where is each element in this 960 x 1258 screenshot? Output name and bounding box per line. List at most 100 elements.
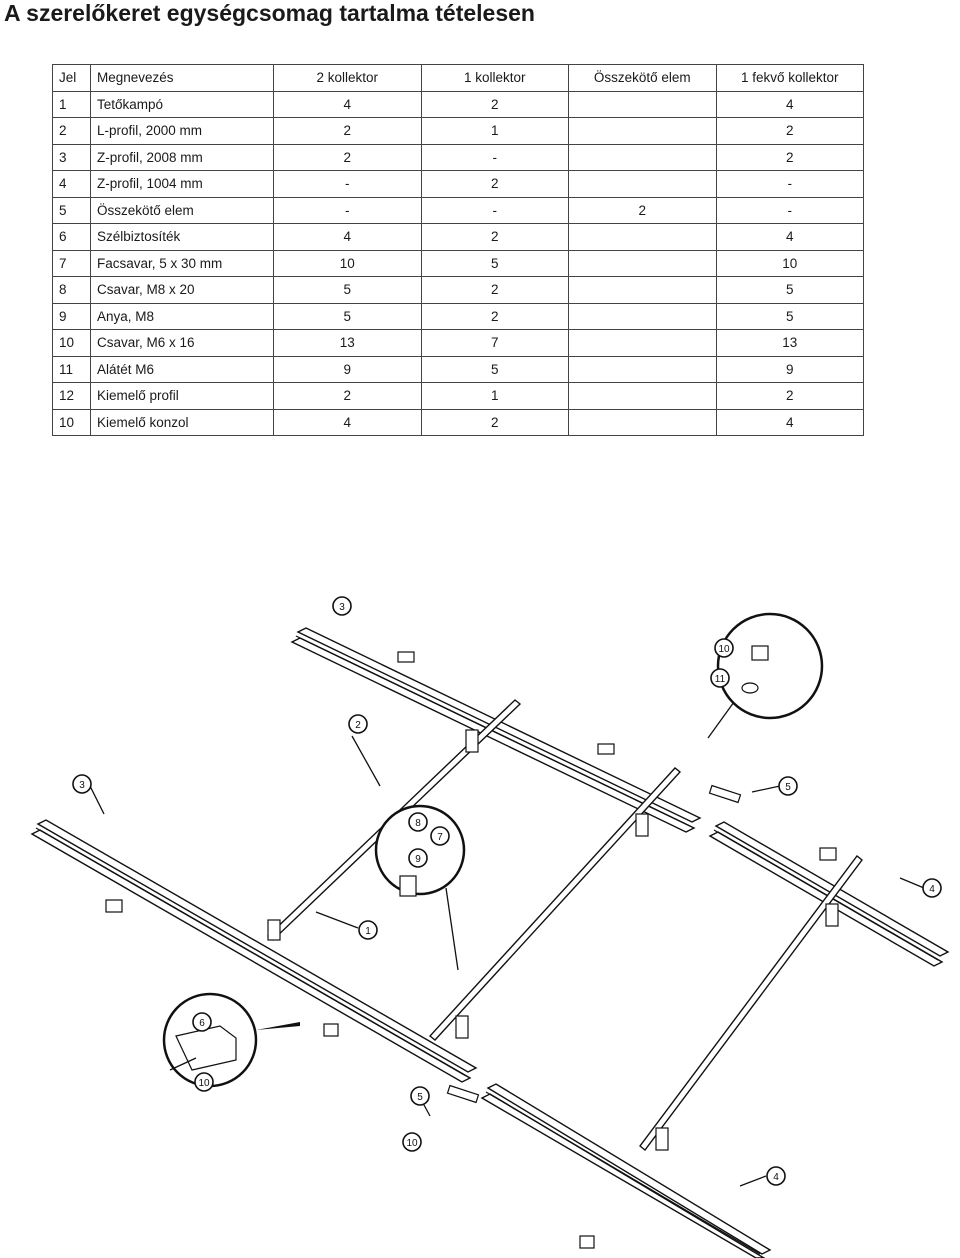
callout-4-right: 4 [922,878,942,898]
svg-text:10: 10 [718,644,730,655]
table-cell: 12 [52,382,91,410]
header-jel: Jel [52,64,91,92]
table-cell [568,329,717,357]
z-profile-bottom [480,1083,772,1258]
table-cell: 4 [273,408,422,436]
table-cell: 3 [52,143,91,171]
svg-text:4: 4 [773,1172,779,1183]
table-cell: Z-profil, 1004 mm [90,170,274,198]
detail-circle-hardware [707,612,824,739]
table-cell [568,408,717,436]
table-cell: 2 [420,276,569,304]
svg-text:10: 10 [406,1138,418,1149]
header-1-kollektor: 1 kollektor [420,64,569,92]
z-profile-left [30,819,478,1083]
page-title: A szerelőkeret egységcsomag tartalma tét… [4,0,535,26]
svg-text:6: 6 [199,1018,205,1029]
svg-text:3: 3 [79,780,85,791]
table-cell: 2 [420,170,569,198]
table-cell: Kiemelő konzol [90,408,274,436]
table-cell: - [715,196,864,224]
table-cell: 2 [715,117,864,145]
table-cell: 10 [715,249,864,277]
table-cell: 9 [715,355,864,383]
table-cell [568,276,717,304]
svg-text:5: 5 [417,1092,423,1103]
table-cell [568,117,717,145]
table-cell: 2 [715,143,864,171]
table-cell: 5 [420,355,569,383]
table-cell: 5 [420,249,569,277]
callout-5-right: 5 [778,776,798,796]
table-cell: 13 [273,329,422,357]
table-cell: 2 [273,382,422,410]
table-cell: 4 [273,90,422,118]
table-cell: 10 [52,329,91,357]
table-cell [568,382,717,410]
table-cell [568,302,717,330]
table-cell: 2 [52,117,91,145]
callout-11-detail: 11 [710,668,730,688]
table-cell: 11 [52,355,91,383]
table-cell: 1 [420,382,569,410]
table-cell: 2 [715,382,864,410]
table-cell: 5 [715,302,864,330]
table-cell: 5 [273,302,422,330]
roof-hook-parts [105,651,839,1249]
header-megnevezes: Megnevezés [90,64,274,92]
svg-text:9: 9 [415,854,421,865]
table-cell: 4 [715,223,864,251]
table-cell: 7 [420,329,569,357]
table-cell: 7 [52,249,91,277]
table-cell: 2 [273,117,422,145]
table-cell: 1 [52,90,91,118]
table-cell: - [420,196,569,224]
table-cell [568,355,717,383]
table-cell: 5 [715,276,864,304]
table-cell: 8 [52,276,91,304]
table-cell: 4 [52,170,91,198]
svg-text:1: 1 [365,926,371,937]
callout-10-bottom: 10 [402,1132,422,1152]
callout-2: 2 [348,714,368,734]
callout-3-left: 3 [72,774,92,794]
callout-3-top: 3 [332,596,352,616]
table-cell [568,223,717,251]
table-cell: Tetőkampó [90,90,274,118]
table-cell [568,90,717,118]
table-cell: 2 [420,90,569,118]
table-header-row: Jel Megnevezés 2 kollektor 1 kollektor Ö… [52,64,864,92]
callout-9-detail: 9 [408,848,428,868]
table-cell: 2 [420,302,569,330]
table-cell: - [273,170,422,198]
header-1-fekvo-kollektor: 1 fekvő kollektor [715,64,864,92]
table-cell: Alátét M6 [90,355,274,383]
table-cell [568,170,717,198]
svg-text:5: 5 [785,782,791,793]
table-cell: Facsavar, 5 x 30 mm [90,249,274,277]
svg-text:2: 2 [355,720,361,731]
table-cell: 2 [420,408,569,436]
assembly-drawing: 3 10 11 2 3 5 8 7 9 4 1 6 10 5 10 4 [30,596,950,1258]
table-cell: 5 [52,196,91,224]
table-cell: L-profil, 2000 mm [90,117,274,145]
table-cell: Szélbiztosíték [90,223,274,251]
detail-wind-guard [154,992,301,1088]
table-cell: - [420,143,569,171]
table-cell: 9 [273,355,422,383]
header-2-kollektor: 2 kollektor [273,64,422,92]
table-cell: 4 [715,90,864,118]
table-cell: 2 [568,196,717,224]
svg-text:11: 11 [715,674,726,685]
callout-10-detail: 10 [714,638,734,658]
table-cell: Anya, M8 [90,302,274,330]
table-cell: 10 [273,249,422,277]
